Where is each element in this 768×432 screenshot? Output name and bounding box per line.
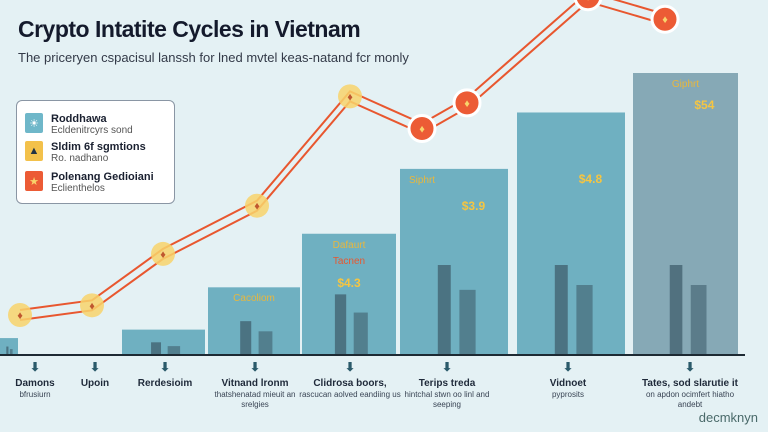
star-icon: ★: [25, 171, 43, 191]
category-desc: hintchal stwn oo linl and seeping: [404, 390, 490, 409]
category-label: Rerdesioim: [110, 378, 220, 390]
bar-label: Giphrt: [671, 79, 700, 90]
bar-value: $54: [694, 98, 715, 112]
bar: [633, 73, 738, 355]
bar: [122, 329, 205, 355]
building-icon: [459, 289, 476, 355]
category-label: Clidrosa boors,rascucan aolved eandiing …: [295, 378, 405, 400]
bar: [517, 112, 625, 355]
down-arrow-icon: ⬇: [441, 360, 453, 374]
cycle-marker: [407, 114, 437, 144]
category-title: Damons: [15, 378, 55, 389]
cycle-marker: [338, 84, 362, 109]
bar-label: Siphrt: [408, 174, 436, 186]
marker-icon: ♦: [662, 14, 668, 26]
bar: [208, 287, 300, 355]
category-title: Vitnand lronm: [221, 378, 289, 389]
legend-desc: Ro. nadhano: [51, 153, 109, 164]
cycle-marker: [80, 293, 104, 318]
cycle-marker: [151, 241, 175, 266]
building-icon: [9, 349, 13, 355]
marker-icon: ♦: [347, 91, 353, 103]
category-title: Tates, sod slarutie it: [642, 378, 738, 389]
category-title: Rerdesioim: [137, 378, 193, 389]
category-title: Vidnoet: [549, 378, 587, 389]
sun-icon: ☀: [25, 113, 43, 133]
building-icon: [258, 331, 273, 355]
category-label: Upoin: [40, 378, 150, 390]
down-arrow-icon: ⬇: [29, 360, 41, 374]
mountain-icon: ▲: [25, 141, 43, 161]
down-arrow-icon: ⬇: [249, 360, 261, 374]
marker-icon: ♦: [89, 300, 95, 312]
category-desc: pyprosits: [551, 390, 584, 399]
marker-icon: ♦: [254, 201, 260, 213]
cycle-marker: [245, 193, 269, 218]
down-arrow-icon: ⬇: [159, 360, 171, 374]
brand-logo: decmknyn: [698, 410, 758, 425]
down-arrow-icon: ⬇: [684, 360, 696, 374]
bar-label: Cacoliom: [233, 293, 275, 305]
building-icon: [576, 285, 593, 355]
marker-icon: ♦: [464, 98, 470, 110]
cycle-marker: [573, 0, 603, 12]
bar: [302, 233, 396, 355]
down-arrow-icon: ⬇: [89, 360, 101, 374]
bar-value: $4.3: [337, 275, 361, 290]
building-icon: [6, 346, 9, 355]
down-arrow-icon: ⬇: [344, 360, 356, 374]
legend-desc: Eclienthelos: [51, 183, 105, 194]
building-icon: [554, 265, 568, 355]
cycle-marker: [452, 88, 482, 118]
bar: [400, 168, 508, 355]
cycle-marker: [8, 302, 32, 327]
legend-title: Roddhawa: [51, 113, 107, 125]
building-icon: [334, 294, 347, 355]
building-icon: [167, 346, 181, 355]
category-title: Clidrosa boors,: [313, 378, 387, 389]
bar-label: Tacnen: [332, 255, 366, 267]
category-title: Upoin: [80, 378, 110, 389]
legend-title: Sldim 6f sgmtions: [51, 141, 146, 153]
page-subtitle: The priceryen cspacisul lanssh for lned …: [18, 50, 409, 65]
marker-icon: ♦: [419, 124, 425, 136]
marker-icon: ♦: [160, 249, 166, 261]
category-desc: rascucan aolved eandiing us: [299, 390, 401, 399]
building-icon: [437, 265, 451, 355]
bar-label: Dafaurt: [332, 239, 366, 251]
legend-title: Polenang Gedioiani: [51, 171, 154, 183]
page-title: Crypto Intatite Cycles in Vietnam: [18, 16, 361, 42]
bar: [0, 338, 18, 355]
building-icon: [690, 285, 707, 355]
category-desc: thatshenatad mieuit an srelgies: [214, 390, 296, 409]
building-icon: [353, 312, 368, 355]
category-desc: on apdon ocimfert hiatho andebt: [645, 390, 735, 409]
bar-value: $3.9: [461, 198, 486, 213]
bar-value: $4.8: [578, 172, 603, 187]
building-icon: [240, 321, 252, 355]
category-title: Terips treda: [418, 378, 476, 389]
legend-desc: Ecldenitrcyrs sond: [51, 125, 133, 136]
marker-icon: ♦: [585, 0, 591, 4]
cycle-marker: [650, 4, 680, 34]
down-arrow-icon: ⬇: [562, 360, 574, 374]
building-icon: [669, 265, 683, 355]
building-icon: [151, 342, 162, 355]
category-desc: bfrusiurn: [19, 390, 51, 399]
marker-icon: ♦: [17, 310, 23, 322]
